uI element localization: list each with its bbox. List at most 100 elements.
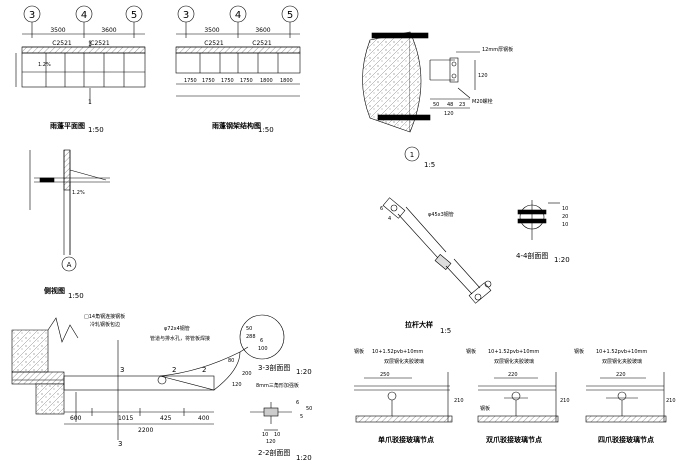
s22-caption: 2-2剖面图 (258, 448, 290, 457)
window-c2521-a: C2521 (52, 40, 72, 47)
note-drain: 管道与排水孔，将管板焊接 (150, 335, 210, 342)
plan-caption: 雨蓬平面图 (50, 121, 85, 130)
s22-dim: 5 (300, 414, 303, 420)
s22-dim: 10 (262, 432, 268, 438)
s22-scale: 1:20 (296, 454, 312, 462)
mark-3: 3 (120, 366, 124, 374)
dim-right: 80 (228, 358, 234, 364)
plan-scale: 1:50 (88, 126, 104, 134)
dim-right: 120 (232, 382, 242, 388)
dim-3600: 3600 (101, 27, 116, 34)
dim-120-bottom: 120 (444, 111, 454, 117)
window-c2521-a: C2521 (204, 40, 224, 47)
node-bottom-label: 钢板 (480, 405, 490, 412)
dim-50: 50 (433, 102, 439, 108)
dim-1015: 1015 (118, 415, 133, 422)
s33-note: 8mm三角形加强板 (256, 382, 299, 389)
dim-2200: 2200 (138, 427, 153, 434)
dim-3500: 3500 (50, 27, 65, 34)
glass-node-quad (585, 372, 667, 423)
axis-label-4: 4 (81, 10, 87, 21)
glass-node-double (477, 372, 559, 423)
detail1-scale: 1:5 (424, 161, 435, 169)
s33-dim: 100 (258, 346, 268, 352)
s44-caption: 4-4剖面图 (516, 251, 548, 260)
dim-23: 23 (459, 102, 465, 108)
anchor-label: M20螺栓 (472, 98, 493, 105)
node-left-label: 钢板 (466, 348, 476, 355)
node-dim: 250 (380, 372, 390, 378)
side-view-caption: 侧视图 (44, 286, 65, 295)
node-frame: 双层钢化夹胶玻璃 (384, 358, 424, 365)
bottom-dim: 1750 (184, 78, 197, 84)
s44-dim: 20 (562, 214, 568, 220)
node-dim: 220 (616, 372, 626, 378)
bolt-plate-label: 12mm厚钢板 (482, 46, 513, 53)
node-frame: 双层钢化夹胶玻璃 (494, 358, 534, 365)
mark-2: 2 (172, 366, 176, 374)
node-left-label: 钢板 (574, 348, 584, 355)
s44-scale: 1:20 (554, 256, 570, 264)
steel-plan-scale: 1:50 (258, 126, 274, 134)
s33-scale: 1:20 (296, 368, 312, 376)
side-view (29, 149, 110, 272)
mark-bottom: 3 (118, 440, 122, 448)
s33-dim: 50 (246, 326, 252, 332)
node-caption: 双爪驳接玻璃节点 (486, 435, 542, 444)
axis-label-5: 5 (131, 10, 137, 21)
bolt-detail-1 (362, 31, 480, 162)
dim-3600: 3600 (255, 27, 270, 34)
note-edge-plate: 冷轧钢板包边 (90, 321, 120, 328)
axis-label-4: 4 (235, 10, 241, 21)
axis-label-3: 3 (29, 10, 35, 21)
dim-right: 200 (242, 371, 252, 377)
window-c2521-b: C2521 (90, 40, 110, 47)
section-2-2 (250, 402, 292, 431)
section-mark-bottom: 1 (88, 99, 92, 106)
glass-node-single (354, 372, 453, 423)
note-pipe: φ72x4钢管 (164, 325, 190, 332)
s33-dim: 6 (260, 338, 263, 344)
dim-120: 120 (478, 73, 488, 79)
side-axis: A (67, 261, 72, 269)
rod-caption: 拉杆大样 (405, 320, 433, 329)
axis-label-5: 5 (287, 10, 293, 21)
s22-dim: 50 (306, 406, 312, 412)
node-spec: 10+1.52pvb+10mm (596, 349, 647, 355)
s22-dim: 6 (296, 400, 299, 406)
dim-600: 600 (70, 415, 82, 422)
bottom-dim: 1750 (221, 78, 234, 84)
s33-dim: 288 (246, 334, 256, 340)
canopy-plan (15, 5, 146, 104)
node-frame: 双层钢化夹胶玻璃 (602, 358, 642, 365)
s33-caption: 3-3剖面图 (258, 363, 290, 372)
dim-425: 425 (160, 415, 172, 422)
rod-dim-6: 6 (380, 206, 383, 212)
dim-3500: 3500 (204, 27, 219, 34)
node-height: 210 (560, 398, 570, 404)
node-left-label: 钢板 (354, 348, 364, 355)
window-c2521-b: C2521 (252, 40, 272, 47)
bottom-dim: 1750 (202, 78, 215, 84)
mark-2: 2 (202, 366, 206, 374)
node-height: 210 (666, 398, 676, 404)
note-angle-steel: □14角钢连接钢板 (84, 313, 125, 320)
bottom-dim: 1800 (280, 78, 293, 84)
side-view-scale: 1:50 (68, 292, 84, 300)
node-spec: 10+1.52pvb+10mm (488, 349, 539, 355)
bottom-dim: 1750 (240, 78, 253, 84)
axis-label-3: 3 (183, 10, 189, 21)
dim-400: 400 (198, 415, 210, 422)
rod-dim-4: 4 (388, 216, 391, 222)
steel-frame-plan (175, 5, 301, 97)
node-height: 210 (454, 398, 464, 404)
plan-slope: 1.2% (38, 62, 51, 68)
detail-marker: 1 (410, 151, 414, 159)
s44-dim: 10 (562, 206, 568, 212)
rod-detail (382, 197, 492, 304)
s44-dim: 10 (562, 222, 568, 228)
node-spec: 10+1.52pvb+10mm (372, 349, 423, 355)
dim-48: 48 (447, 102, 453, 108)
s22-dim: 10 (274, 432, 280, 438)
